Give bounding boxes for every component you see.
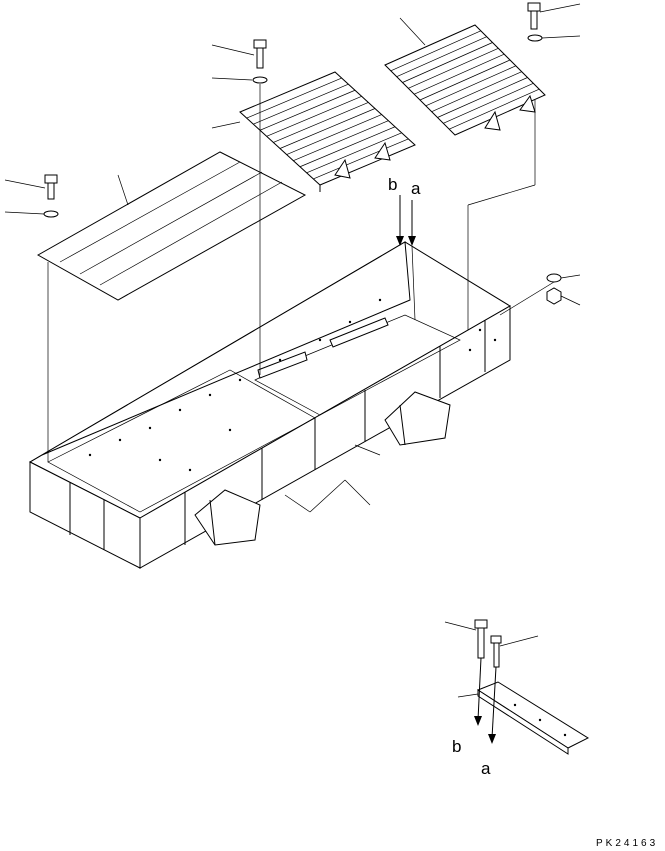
washer-icon [4,210,59,218]
grating-bar [299,126,396,168]
grating-bar [279,108,376,149]
flat-cover-plate [36,151,307,462]
grating-bar [443,83,534,124]
grating-bar [390,30,481,72]
frame-holes [88,298,497,472]
grating-bar [266,96,362,137]
grating-bar [419,59,511,101]
grating-bar [253,83,349,125]
washer-icon [546,273,581,283]
grating-bar [246,77,342,119]
main-frame [28,241,511,569]
drawing-number: PK24163 [596,838,658,849]
bolt-icon [444,619,488,726]
label-a-detail: a [481,759,491,778]
grating-bar [431,71,522,112]
nut-icon [546,287,581,306]
grating-bar [396,36,487,77]
bolt-icon [4,174,58,200]
bolt-icon [527,2,581,30]
washer-icon [527,34,581,42]
grating-bar [408,48,499,89]
grating-bar [306,132,402,174]
grating-bar [259,89,356,131]
grating-bar [286,114,382,155]
grating-bar [402,42,493,83]
grating-upper [384,2,581,330]
label-a-main: a [411,179,421,198]
label-b-detail: b [452,737,461,756]
arrow-b [396,195,404,246]
grating-middle [211,39,416,375]
bolt-icon [488,635,539,744]
grating-bar [414,53,505,95]
grating-bar [273,102,369,143]
grating-bar [425,65,516,107]
arrow-a [408,200,416,321]
label-b-main: b [388,175,397,194]
washer-icon [211,76,268,84]
grating-bar [449,88,540,130]
detail-view: b a [444,619,590,778]
grating-bar [313,138,409,180]
grating-bar [437,77,528,118]
grating-bar [293,120,389,161]
bolt-icon [211,39,267,69]
